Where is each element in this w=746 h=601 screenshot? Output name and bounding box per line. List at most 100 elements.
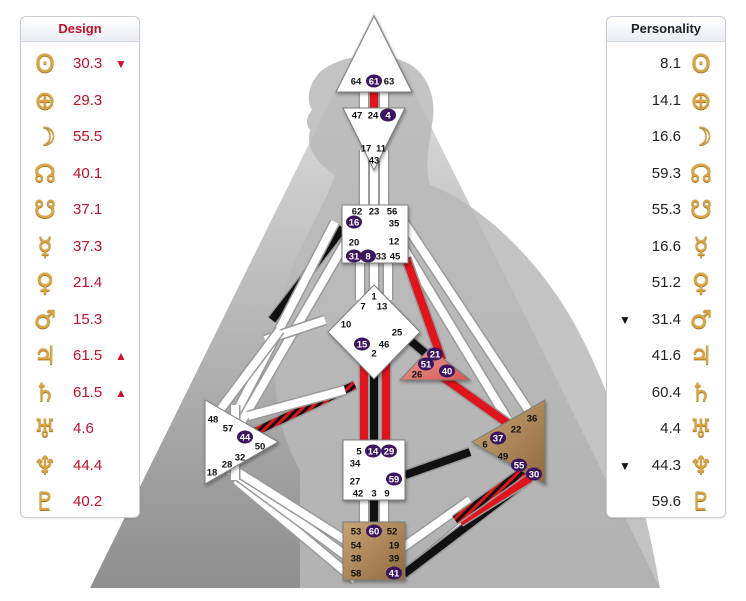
gate-20: 20 [349, 238, 360, 249]
gate-number: 30 [529, 470, 540, 481]
personality-row: ☋55.3 [607, 192, 725, 228]
gate-36: 36 [527, 414, 538, 425]
personality-row: ♂31.4▼ [607, 302, 725, 338]
gate-26: 26 [412, 370, 423, 381]
gate-22: 22 [511, 425, 522, 436]
gate-4: 4 [380, 108, 396, 122]
design-fixing-arrow: ▼ [115, 57, 127, 71]
gate-23: 23 [369, 207, 380, 218]
gate-number: 37 [493, 434, 504, 445]
personality-row: ♄ 60.4 [607, 375, 725, 411]
gate-12: 12 [389, 237, 400, 248]
gate-number: 4 [385, 111, 391, 122]
channel [402, 256, 446, 362]
design-value: 21.4 [73, 274, 103, 291]
design-value: 37.1 [73, 201, 103, 218]
uranus-icon: ♅ [33, 414, 57, 443]
personality-value: 60.4 [651, 383, 681, 401]
channel [437, 371, 513, 429]
gate-number: 12 [389, 237, 400, 248]
gate-58: 58 [351, 569, 362, 580]
gate-19: 19 [389, 541, 400, 552]
design-value: 40.2 [73, 493, 103, 510]
gate-number: 59 [389, 475, 400, 486]
pluto-icon: ♇ [33, 487, 57, 516]
personality-row: ♃41.6 [607, 338, 725, 374]
gate-11: 11 [376, 144, 387, 155]
gate-number: 27 [350, 477, 361, 488]
active-gate-marker [365, 444, 381, 458]
design-row: ♀ 21.4 [21, 265, 139, 301]
channel [218, 235, 352, 458]
saturn-icon: ♄ [689, 377, 713, 407]
design-fixing-arrow: ▲ [115, 385, 127, 400]
gate-number: 29 [384, 447, 395, 458]
gate-number: 13 [377, 302, 388, 313]
design-row: ♇ 40.2 [21, 484, 139, 520]
gate-number: 10 [341, 320, 352, 331]
gate-number: 2 [371, 349, 376, 360]
gate-64: 64 [351, 77, 362, 88]
channel [400, 219, 539, 423]
active-gate-marker [427, 347, 443, 361]
gate-31: 31 [346, 249, 362, 263]
pluto-icon: ♇ [689, 487, 713, 516]
gate-10: 10 [341, 320, 352, 331]
personality-row: ♀51.2 [607, 265, 725, 301]
channel [390, 229, 524, 443]
gate-number: 40 [442, 367, 453, 378]
design-row: ☋37.1 [21, 192, 139, 228]
personality-row: ☿16.6 [607, 229, 725, 265]
active-gate-marker [380, 108, 396, 122]
mars-icon: ♂ [33, 304, 57, 334]
channel [452, 466, 528, 524]
gate-9: 9 [384, 489, 389, 500]
gate-1: 1 [371, 292, 377, 303]
gate-number: 41 [389, 569, 400, 580]
design-fixing-arrow: ▲ [115, 349, 127, 363]
gate-number: 54 [351, 541, 362, 552]
uranus-icon: ♅ [689, 414, 713, 443]
gate-number: 34 [350, 459, 361, 470]
design-row: ♄61.5▲ [21, 375, 139, 411]
venus-icon: ♀ [35, 268, 55, 297]
gate-62: 62 [352, 207, 363, 218]
gate-number: 49 [498, 452, 509, 463]
active-gate-marker [354, 337, 370, 351]
gate-number: 56 [387, 207, 398, 218]
gate-63: 63 [384, 77, 395, 88]
gate-number: 55 [514, 461, 525, 472]
personality-value: 4.4 [660, 420, 681, 437]
design-value: 30.3 [73, 55, 103, 72]
gate-55: 55 [511, 458, 527, 472]
gate-number: 36 [527, 414, 538, 425]
gate-number: 31 [349, 252, 360, 263]
gate-number: 62 [352, 207, 363, 218]
personality-fixing-arrow: ▼ [619, 312, 631, 327]
gate-number: 45 [390, 252, 401, 263]
active-gate-marker [237, 430, 253, 444]
design-row: ♃61.5▲ [21, 338, 139, 374]
gate-number: 43 [369, 156, 380, 167]
active-gate-marker [511, 458, 527, 472]
gate-number: 20 [349, 238, 360, 249]
design-value: 29.3 [73, 91, 103, 109]
gate-13: 13 [377, 302, 388, 313]
gate-number: 44 [240, 433, 251, 444]
gate-14: 14 [365, 444, 381, 458]
personality-title: Personality [607, 17, 725, 42]
earth-icon: ⊕ [690, 85, 712, 115]
gate-56: 56 [387, 207, 398, 218]
personality-row: ♆44.3▼ [607, 448, 725, 484]
gate-number: 16 [349, 218, 360, 229]
active-gate-marker [360, 249, 376, 263]
mercury-icon: ☿ [693, 231, 709, 261]
gate-51: 51 [418, 357, 434, 371]
mars-icon: ♂ [689, 304, 713, 334]
personality-value: 8.1 [660, 55, 681, 72]
personality-fixing-arrow: ▼ [619, 458, 631, 473]
gate-39: 39 [389, 554, 400, 565]
